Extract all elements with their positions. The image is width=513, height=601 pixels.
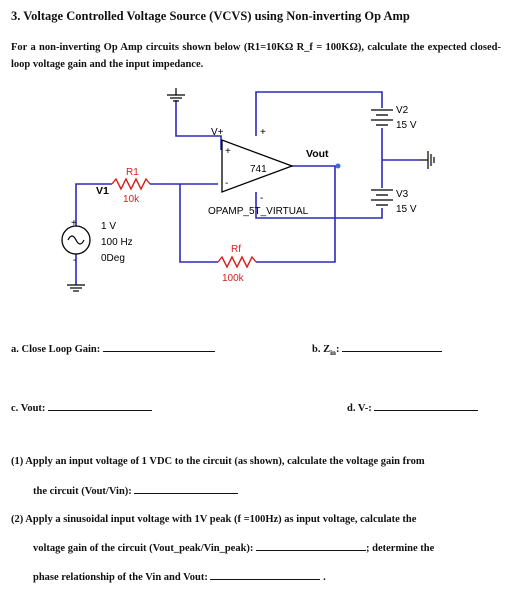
- circuit-wires: [75, 91, 420, 285]
- part-2-line-3: phase relationship of the Vin and Vout: …: [33, 571, 326, 583]
- question-b-sub: in: [330, 349, 336, 358]
- source-plus: +: [71, 218, 77, 229]
- part-1-line-1: (1) Apply an input voltage of 1 VDC to t…: [11, 456, 425, 467]
- ac-source-symbol: + -: [61, 218, 91, 266]
- ground-icon: [420, 151, 435, 169]
- r1-name: R1: [126, 167, 139, 178]
- ground-icon: [167, 88, 185, 102]
- answer-a-blank[interactable]: [102, 343, 215, 352]
- question-d-label: d. V-:: [347, 403, 372, 414]
- v3-name: V3: [396, 189, 409, 200]
- v1-phase: 0Deg: [101, 253, 125, 264]
- question-a: a. Close Loop Gain:: [11, 343, 215, 355]
- opamp-minus-sign: -: [225, 178, 228, 189]
- answer-d-blank[interactable]: [374, 402, 479, 411]
- part-1-answer-blank[interactable]: [134, 485, 239, 494]
- v2-name: V2: [396, 105, 409, 116]
- opamp-bottom-minus: -: [260, 193, 263, 204]
- rf-name: Rf: [231, 244, 241, 255]
- question-b-colon: :: [335, 344, 340, 355]
- answer-c-blank[interactable]: [48, 402, 153, 411]
- answer-b-blank[interactable]: [342, 343, 443, 352]
- vout-label: Vout: [306, 148, 329, 160]
- question-c-label: c. Vout:: [11, 403, 46, 414]
- r1-resistor: [111, 177, 151, 191]
- part-2-line-2: voltage gain of the circuit (Vout_peak/V…: [33, 542, 434, 554]
- part-2-phase-label: phase relationship of the Vin and Vout:: [33, 572, 208, 583]
- battery-v2-symbol: [371, 109, 393, 126]
- ground-icon: [67, 284, 85, 292]
- part-1-line-2: the circuit (Vout/Vin):: [33, 485, 239, 497]
- rf-resistor: [217, 255, 257, 269]
- rf-value: 100k: [222, 273, 245, 284]
- v1-frequency: 100 Hz: [101, 237, 133, 248]
- part-2-gain-label: voltage gain of the circuit (Vout_peak/V…: [33, 543, 254, 554]
- problem-intro: For a non-inverting Op Amp circuits show…: [11, 42, 501, 70]
- vout-node: [335, 163, 341, 169]
- question-a-label: a. Close Loop Gain:: [11, 344, 101, 355]
- v3-value: 15 V: [396, 204, 417, 215]
- battery-v3-symbol: [371, 189, 393, 206]
- source-minus: -: [73, 255, 76, 266]
- opamp-top-plus: +: [260, 127, 266, 138]
- v1-amplitude: 1 V: [101, 221, 116, 232]
- opamp-vplus-label: V+: [211, 127, 224, 138]
- question-c: c. Vout:: [11, 402, 153, 414]
- opamp-symbol: + - 741: [221, 139, 294, 193]
- part-2-phase-blank[interactable]: [210, 571, 321, 580]
- question-d: d. V-:: [347, 402, 479, 414]
- r1-value: 10k: [123, 194, 140, 205]
- part-1-label: the circuit (Vout/Vin):: [33, 486, 132, 497]
- opamp-part-label: OPAMP_5T_VIRTUAL: [208, 206, 309, 217]
- part-2-period: .: [323, 572, 326, 583]
- part-2-determine-text: ; determine the: [366, 543, 435, 554]
- opamp-plus-sign: +: [225, 146, 231, 157]
- opamp-model: 741: [250, 164, 267, 175]
- problem-title: 3. Voltage Controlled Voltage Source (VC…: [11, 9, 410, 23]
- v1-name: V1: [96, 185, 109, 197]
- v2-value: 15 V: [396, 120, 417, 131]
- question-b: b. Zin:: [312, 343, 443, 358]
- part-2-gain-blank[interactable]: [256, 542, 367, 551]
- part-2-line-1: (2) Apply a sinusoidal input voltage wit…: [11, 514, 417, 525]
- question-b-label: b. Z: [312, 344, 331, 355]
